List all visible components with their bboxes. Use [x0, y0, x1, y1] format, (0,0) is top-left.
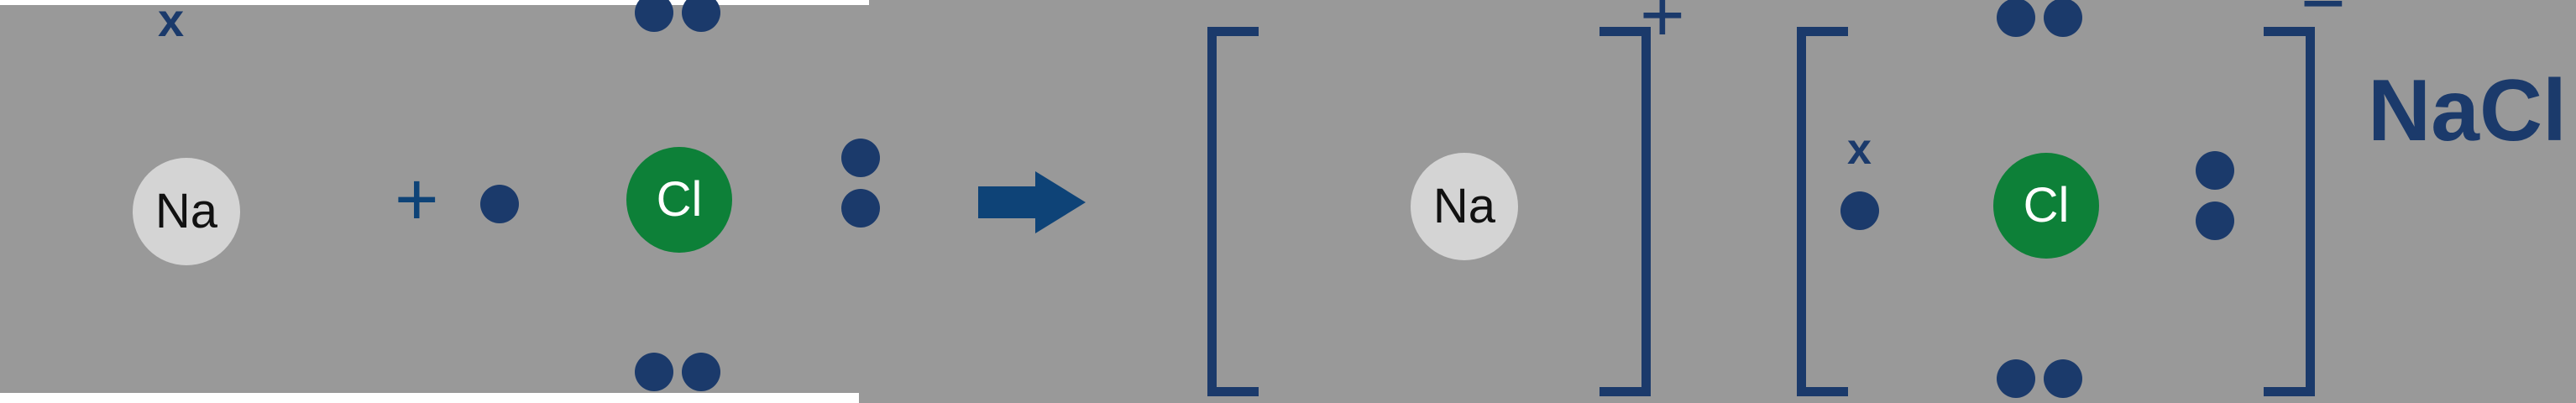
reaction-arrow-head: [1035, 171, 1086, 233]
chloride-dot-top-right-icon: [2044, 0, 2082, 37]
lone-electron-dot-icon: [480, 185, 519, 223]
reactant-plus-separator: +: [395, 158, 439, 242]
sodium-atom: Na: [133, 158, 240, 265]
sodium-ion-bracket-right: [1600, 27, 1651, 396]
chlorine-dot-bottom-left-icon: [635, 353, 673, 391]
chloride-ion-bracket-left: [1797, 27, 1848, 396]
chlorine-dot-top-right-icon: [682, 0, 720, 32]
sodium-ion: Na: [1411, 153, 1518, 260]
chlorine-dot-top-left-icon: [635, 0, 673, 32]
chloride-dot-right-upper-icon: [2196, 151, 2234, 190]
chlorine-atom-label: Cl: [656, 172, 703, 227]
chlorine-dot-bottom-right-icon: [682, 353, 720, 391]
chloride-ion-bracket-right: [2264, 27, 2315, 396]
page-edge-bottom: [0, 393, 859, 403]
chlorine-atom: Cl: [626, 147, 732, 253]
chloride-ion-charge-badge: −: [2301, 0, 2346, 46]
sodium-ion-bracket-left: [1207, 27, 1259, 396]
chloride-transferred-electron-cross-icon: x: [1847, 125, 1872, 174]
chlorine-dot-right-lower-icon: [841, 189, 880, 228]
chloride-dot-right-lower-icon: [2196, 202, 2234, 240]
chlorine-dot-right-upper-icon: [841, 139, 880, 177]
sodium-atom-label: Na: [154, 184, 218, 238]
chloride-dot-top-left-icon: [1997, 0, 2035, 37]
chloride-ion-label: Cl: [2023, 178, 2070, 233]
reaction-arrow-shaft: [978, 186, 1039, 218]
page-edge-top: [0, 0, 869, 5]
sodium-ion-label: Na: [1432, 179, 1496, 233]
reaction-arrow-icon: [978, 171, 1087, 233]
chloride-dot-bottom-right-icon: [2044, 359, 2082, 398]
sodium-ion-charge-badge: +: [1640, 0, 1685, 58]
chloride-dot-left-icon: [1840, 191, 1879, 230]
product-formula-label: NaCl: [2368, 62, 2567, 160]
sodium-valence-electron-cross-icon: x: [158, 0, 185, 46]
chloride-ion: Cl: [1993, 153, 2099, 259]
chloride-dot-bottom-left-icon: [1997, 359, 2035, 398]
